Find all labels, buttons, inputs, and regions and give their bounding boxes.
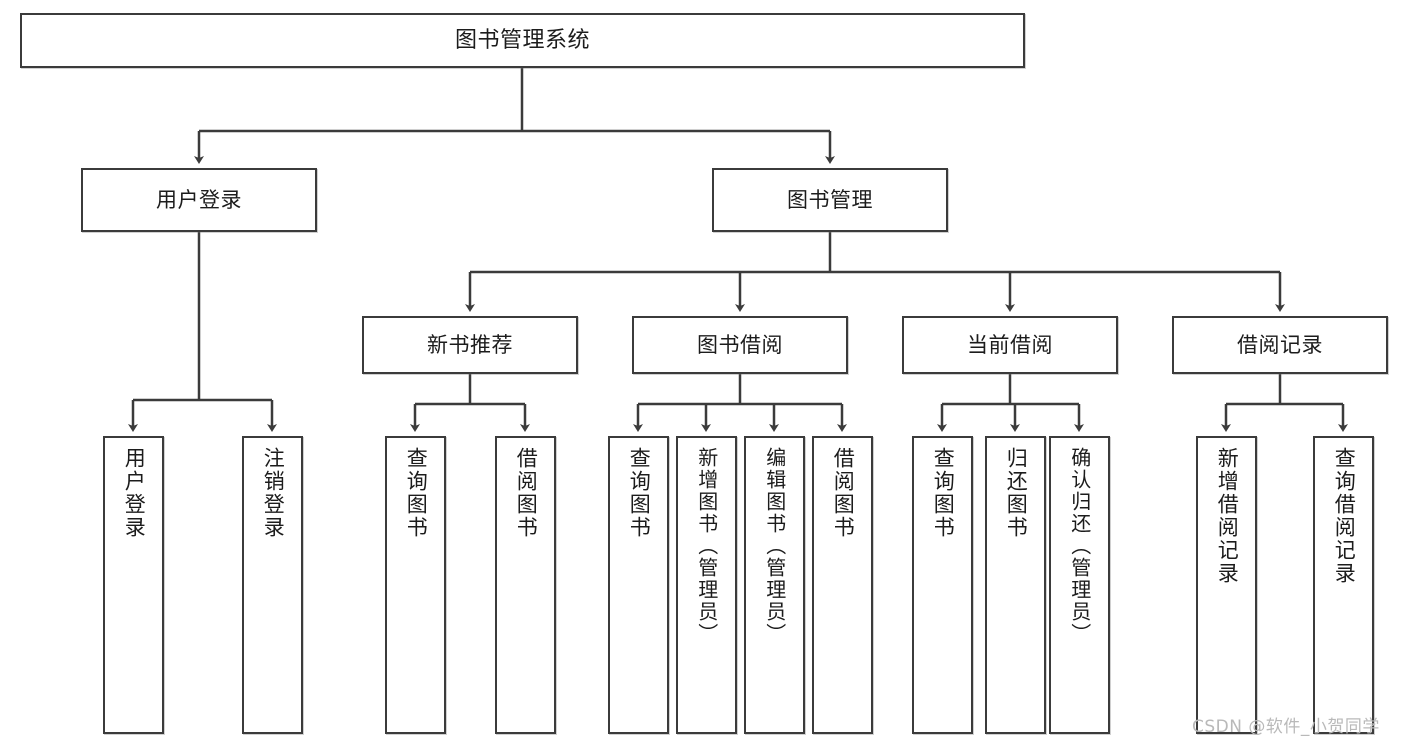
leaf-borrow-borrow-book[interactable]: 借阅图书 [812, 436, 873, 734]
node-label: 新书推荐 [427, 332, 513, 357]
leaf-user-login-login[interactable]: 用户登录 [103, 436, 164, 734]
node-label: 图书借阅 [697, 332, 783, 357]
leaf-borrow-query-book[interactable]: 查询图书 [608, 436, 669, 734]
node-label: 图书管理 [787, 187, 873, 212]
node-label: 确认归还（管理员） [1067, 447, 1092, 645]
node-label: 当前借阅 [967, 332, 1053, 357]
node-borrow-record[interactable]: 借阅记录 [1172, 316, 1388, 374]
node-label: 新增借阅记录 [1215, 447, 1240, 585]
leaf-user-login-logout[interactable]: 注销登录 [242, 436, 303, 734]
node-book-management[interactable]: 图书管理 [712, 168, 948, 232]
node-label: 用户登录 [156, 187, 242, 212]
node-label: 查询图书 [931, 447, 956, 539]
node-current-borrow[interactable]: 当前借阅 [902, 316, 1118, 374]
node-label: 新增图书（管理员） [694, 447, 719, 645]
leaf-record-query-record[interactable]: 查询借阅记录 [1313, 436, 1374, 734]
node-label: 注销登录 [261, 447, 286, 539]
node-label: 用户登录 [122, 447, 147, 539]
node-label: 借阅图书 [514, 447, 539, 539]
leaf-current-confirm-return-admin[interactable]: 确认归还（管理员） [1049, 436, 1110, 734]
node-root-system[interactable]: 图书管理系统 [20, 13, 1025, 68]
leaf-record-add-record[interactable]: 新增借阅记录 [1196, 436, 1257, 734]
node-label: 查询借阅记录 [1332, 447, 1357, 585]
node-label: 归还图书 [1004, 447, 1029, 539]
node-label: 查询图书 [627, 447, 652, 539]
node-book-borrow[interactable]: 图书借阅 [632, 316, 848, 374]
leaf-current-return-book[interactable]: 归还图书 [985, 436, 1046, 734]
leaf-current-query-book[interactable]: 查询图书 [912, 436, 973, 734]
node-user-login[interactable]: 用户登录 [81, 168, 317, 232]
node-label: 借阅图书 [831, 447, 856, 539]
node-new-book-recommend[interactable]: 新书推荐 [362, 316, 578, 374]
leaf-borrow-edit-book-admin[interactable]: 编辑图书（管理员） [744, 436, 805, 734]
leaf-recommend-borrow-book[interactable]: 借阅图书 [495, 436, 556, 734]
node-label: 借阅记录 [1237, 332, 1323, 357]
node-label: 编辑图书（管理员） [762, 447, 787, 645]
node-label: 图书管理系统 [454, 27, 590, 53]
node-label: 查询图书 [404, 447, 429, 539]
watermark: CSDN @软件_小贺同学 [1192, 717, 1380, 737]
leaf-borrow-add-book-admin[interactable]: 新增图书（管理员） [676, 436, 737, 734]
leaf-recommend-query-book[interactable]: 查询图书 [385, 436, 446, 734]
